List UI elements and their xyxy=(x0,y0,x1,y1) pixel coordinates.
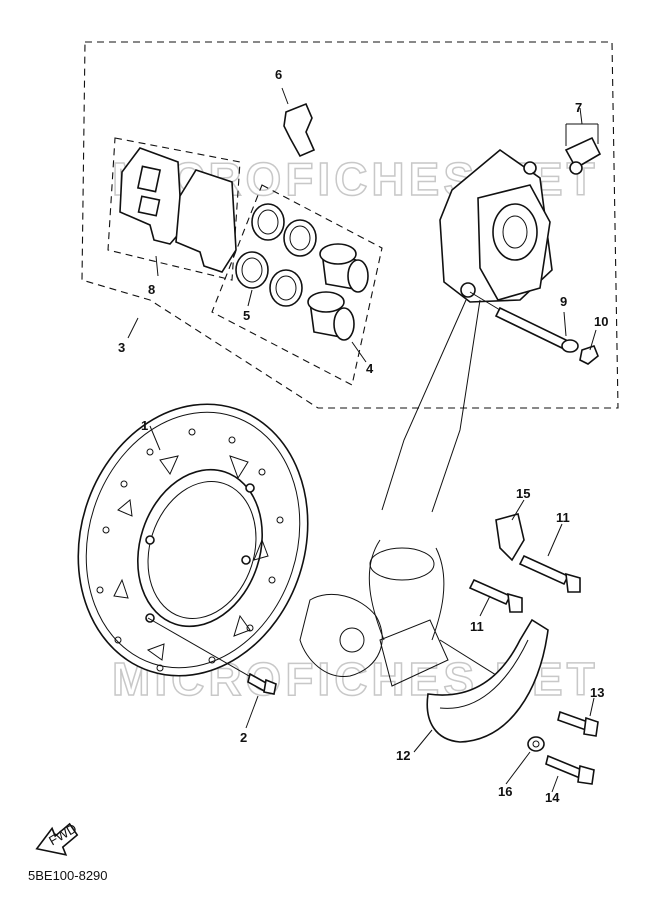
callout-10: 10 xyxy=(594,314,608,329)
fwd-arrow: FWD xyxy=(35,821,79,856)
disc-cover xyxy=(426,618,549,743)
callout-9: 9 xyxy=(560,294,567,309)
callout-15: 15 xyxy=(516,486,530,501)
sensor-bracket xyxy=(495,513,525,562)
caliper-assembly-boundary xyxy=(81,41,619,409)
callout-13: 13 xyxy=(590,685,604,700)
callout-4: 4 xyxy=(366,361,374,376)
bracket-bolt-lower xyxy=(468,578,523,613)
callout-3: 3 xyxy=(118,340,125,355)
pin-bolt xyxy=(469,291,579,353)
callout-7: 7 xyxy=(575,100,582,115)
pistons xyxy=(307,243,369,341)
disc-bolt xyxy=(147,617,277,695)
bleed-screw xyxy=(564,123,602,175)
callout-16: 16 xyxy=(498,784,512,799)
leader-lines xyxy=(127,107,597,793)
callout-6: 6 xyxy=(275,67,282,82)
diagram-code: 5BE100-8290 xyxy=(28,868,108,883)
callout-11-lower: 11 xyxy=(470,619,484,634)
callout-1: 1 xyxy=(141,418,148,433)
callout-5: 5 xyxy=(243,308,250,323)
cover-bolt-13 xyxy=(557,710,599,737)
brake-pads xyxy=(119,147,237,273)
callout-14: 14 xyxy=(545,790,560,805)
callout-2: 2 xyxy=(240,730,247,745)
bracket-bolt-upper xyxy=(518,554,581,593)
fork-leg xyxy=(299,299,521,691)
piston-seals xyxy=(235,203,317,307)
cover-bolt-14 xyxy=(545,754,595,785)
callout-11-upper: 11 xyxy=(556,510,570,525)
callout-12: 12 xyxy=(396,748,410,763)
caliper-body xyxy=(439,148,553,303)
piston-kit-boundary xyxy=(211,184,383,386)
pad-spring xyxy=(281,87,316,158)
nut xyxy=(579,345,599,365)
brake-disc xyxy=(77,403,309,677)
washer xyxy=(527,736,545,752)
pad-kit-boundary xyxy=(107,137,241,281)
callout-8: 8 xyxy=(148,282,155,297)
